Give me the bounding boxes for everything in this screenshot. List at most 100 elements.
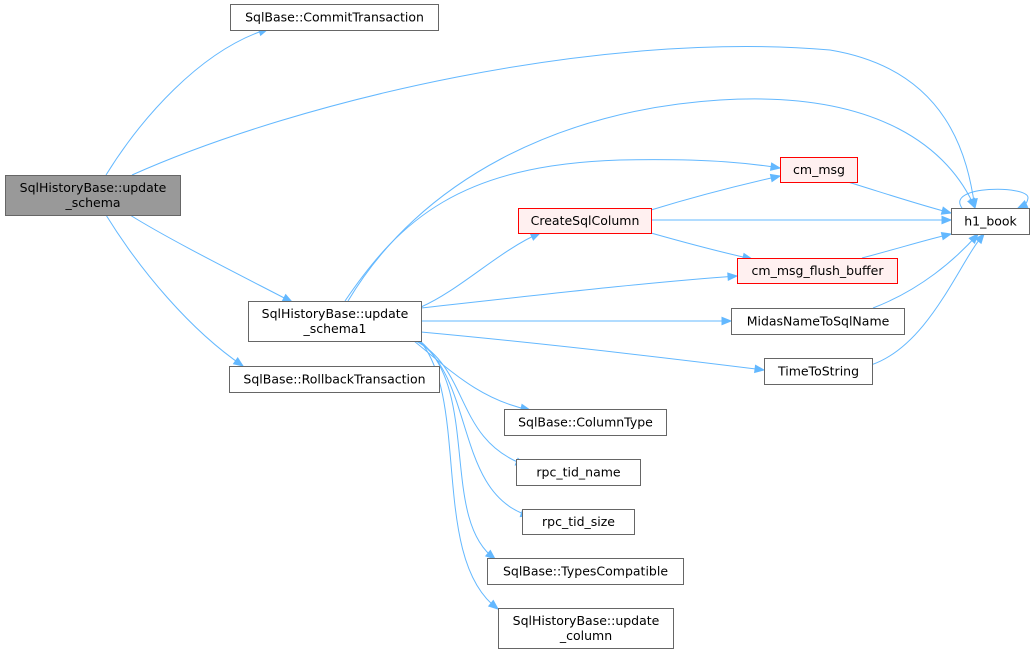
edge-cm-msg-to-h1-book	[847, 181, 953, 215]
edge-update-schema-to-commit	[105, 27, 270, 176]
edge-h1-book-to-h1-book	[959, 188, 1029, 209]
edge-line	[415, 340, 526, 466]
edge-line	[650, 232, 753, 260]
edge-update-schema1-to-create-sql-column	[420, 232, 542, 308]
edge-update-schema-to-h1-book	[131, 46, 978, 210]
node-cm-msg[interactable]: cm_msg	[780, 157, 858, 183]
arrowhead-icon	[974, 232, 985, 245]
edge-line	[420, 232, 541, 308]
arrowhead-icon	[721, 316, 733, 326]
arrowhead-icon	[754, 364, 766, 374]
node-label: _schema1	[302, 321, 366, 336]
node-box	[951, 208, 1030, 235]
node-box	[248, 301, 422, 342]
arrowhead-icon	[941, 215, 953, 225]
node-label: MidasNameToSqlName	[747, 314, 890, 329]
edge-line	[105, 28, 269, 176]
arrowhead-icon	[529, 232, 542, 241]
arrowhead-icon	[769, 162, 782, 171]
node-rollback[interactable]: SqlBase::RollbackTransaction	[229, 366, 440, 393]
edge-update-schema-to-rollback	[105, 214, 245, 367]
node-label: SqlBase::CommitTransaction	[245, 10, 424, 25]
node-box	[498, 608, 674, 649]
node-layer: SqlHistoryBase::update_schemaSqlBase::Co…	[5, 4, 1030, 649]
node-box	[5, 175, 181, 216]
edge-line	[420, 331, 765, 371]
edge-line	[872, 233, 979, 309]
edge-cm-msg-flush-buffer-to-h1-book	[861, 231, 953, 259]
arrowhead-icon	[940, 231, 953, 241]
arrowhead-icon	[484, 549, 497, 560]
edge-update-schema1-to-types-compatible	[419, 340, 497, 560]
node-types-compatible[interactable]: SqlBase::TypesCompatible	[487, 558, 684, 585]
node-label: SqlHistoryBase::update	[20, 180, 167, 195]
node-column-type[interactable]: SqlBase::ColumnType	[504, 409, 667, 436]
edge-line	[129, 214, 293, 303]
edge-line	[344, 159, 781, 302]
edge-line	[861, 233, 952, 259]
edge-line	[420, 275, 738, 309]
arrowhead-icon	[940, 206, 953, 215]
node-label: SqlBase::TypesCompatible	[503, 564, 668, 579]
node-update-schema1[interactable]: SqlHistoryBase::update_schema1	[248, 301, 422, 342]
edge-update-schema1-to-midas-name	[421, 316, 733, 326]
arrowhead-icon	[967, 197, 976, 210]
node-label: h1_book	[964, 214, 1017, 229]
node-box	[487, 558, 684, 585]
node-box	[780, 157, 858, 183]
node-rpc-tid-size[interactable]: rpc_tid_size	[522, 509, 635, 535]
node-label: cm_msg	[793, 162, 845, 177]
node-h1-book[interactable]: h1_book	[951, 208, 1030, 235]
node-label: TimeToString	[777, 364, 859, 379]
arrowhead-icon	[487, 599, 500, 610]
node-box	[731, 308, 905, 335]
node-commit[interactable]: SqlBase::CommitTransaction	[230, 4, 439, 31]
edge-update-schema1-to-cm-msg-flush-buffer	[420, 272, 739, 309]
node-box	[518, 208, 652, 234]
node-update-column[interactable]: SqlHistoryBase::update_column	[498, 608, 674, 649]
node-label: _column	[559, 628, 612, 643]
edge-update-schema-to-update-schema1	[129, 214, 294, 303]
edge-line	[131, 46, 976, 209]
edge-line	[413, 340, 531, 411]
arrowhead-icon	[281, 293, 294, 303]
node-label: SqlHistoryBase::update	[262, 306, 409, 321]
edge-line	[959, 188, 1029, 209]
edge-line	[650, 175, 781, 211]
edge-line	[870, 233, 985, 366]
arrowhead-icon	[769, 173, 782, 183]
edge-update-schema1-to-cm-msg	[344, 159, 782, 302]
node-box	[522, 509, 635, 535]
edge-line	[347, 98, 976, 302]
edge-create-sql-column-to-cm-msg	[650, 173, 782, 211]
arrowhead-icon	[1016, 200, 1029, 209]
node-box	[737, 258, 898, 284]
node-time-to-string[interactable]: TimeToString	[764, 358, 873, 385]
node-box	[229, 366, 440, 393]
node-label: SqlBase::ColumnType	[518, 415, 653, 430]
node-midas-name[interactable]: MidasNameToSqlName	[731, 308, 905, 335]
node-label: SqlBase::RollbackTransaction	[243, 372, 425, 387]
edge-update-schema1-to-h1-book	[347, 98, 976, 302]
edge-line	[419, 340, 496, 560]
arrowhead-icon	[232, 356, 245, 367]
edge-line	[105, 214, 244, 367]
node-label: CreateSqlColumn	[531, 213, 640, 228]
node-label: _schema	[64, 195, 120, 210]
node-rpc-tid-name[interactable]: rpc_tid_name	[516, 459, 641, 486]
node-update-schema: SqlHistoryBase::update_schema	[5, 175, 181, 216]
node-box	[516, 459, 641, 486]
node-box	[504, 409, 667, 436]
node-label: cm_msg_flush_buffer	[752, 263, 885, 278]
node-create-sql-column[interactable]: CreateSqlColumn	[518, 208, 652, 234]
edge-line	[847, 181, 952, 214]
arrowhead-icon	[727, 272, 739, 282]
node-cm-msg-flush-buffer[interactable]: cm_msg_flush_buffer	[737, 258, 898, 284]
node-label: SqlHistoryBase::update	[513, 613, 660, 628]
edge-time-to-string-to-h1-book	[870, 232, 985, 366]
edge-create-sql-column-to-cm-msg-flush-buffer	[650, 232, 754, 262]
edge-create-sql-column-to-h1-book	[651, 215, 953, 225]
node-label: rpc_tid_name	[536, 465, 621, 480]
node-box	[230, 4, 439, 31]
